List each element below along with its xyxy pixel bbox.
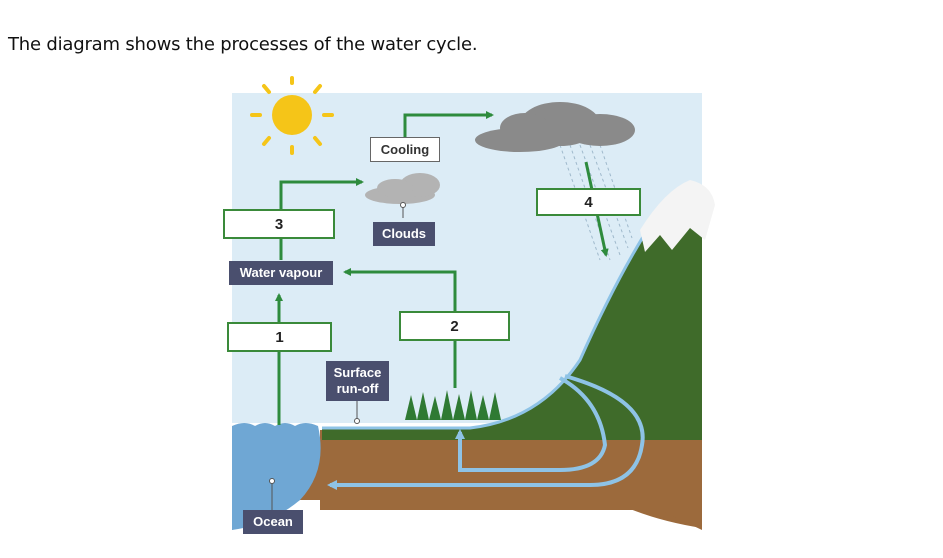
cloud-small-icon — [365, 173, 440, 204]
answer-box-3[interactable]: 3 — [223, 209, 335, 239]
water-vapour-label: Water vapour — [229, 261, 333, 285]
ocean-label: Ocean — [243, 510, 303, 534]
question-text: The diagram shows the processes of the w… — [8, 34, 478, 55]
clouds-label: Clouds — [373, 222, 435, 246]
sun-icon — [250, 76, 334, 155]
ocean — [232, 423, 321, 530]
answer-box-1[interactable]: 1 — [227, 322, 332, 352]
groundwater-arrows — [327, 374, 645, 490]
answer-box-4[interactable]: 4 — [536, 188, 641, 216]
surface-runoff-label: Surface run-off — [326, 361, 389, 401]
label-connectors — [269, 202, 406, 510]
hill — [322, 190, 702, 440]
snow-cap — [640, 180, 715, 252]
trees — [405, 390, 501, 420]
surface-runoff-line2: run-off — [336, 381, 379, 396]
cooling-label: Cooling — [370, 137, 440, 162]
surface-runoff-line1: Surface — [333, 365, 382, 380]
cloud-large-icon — [475, 102, 635, 152]
answer-box-2[interactable]: 2 — [399, 311, 510, 341]
